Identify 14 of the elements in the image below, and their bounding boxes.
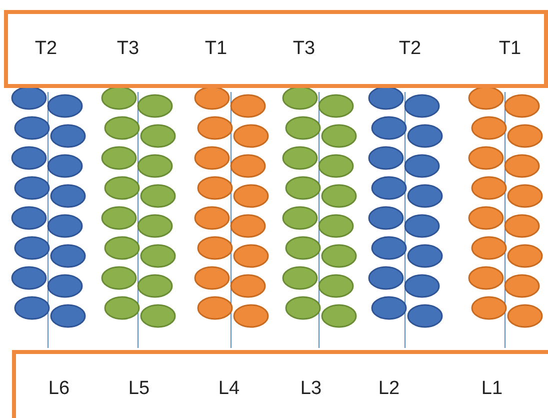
column-label: L1 bbox=[481, 378, 503, 400]
column-label: T3 bbox=[116, 38, 140, 60]
column-label: L6 bbox=[48, 378, 70, 400]
column-label: T3 bbox=[292, 38, 316, 60]
column-label: T1 bbox=[498, 38, 522, 60]
top-bar bbox=[4, 10, 548, 88]
column-label: L3 bbox=[300, 378, 322, 400]
column-label: L2 bbox=[378, 378, 400, 400]
column-label: L4 bbox=[218, 378, 240, 400]
bottom-bar bbox=[12, 350, 548, 418]
column-label: T2 bbox=[34, 38, 58, 60]
column-label: T2 bbox=[398, 38, 422, 60]
column-label: T1 bbox=[204, 38, 228, 60]
column-label: L5 bbox=[128, 378, 150, 400]
